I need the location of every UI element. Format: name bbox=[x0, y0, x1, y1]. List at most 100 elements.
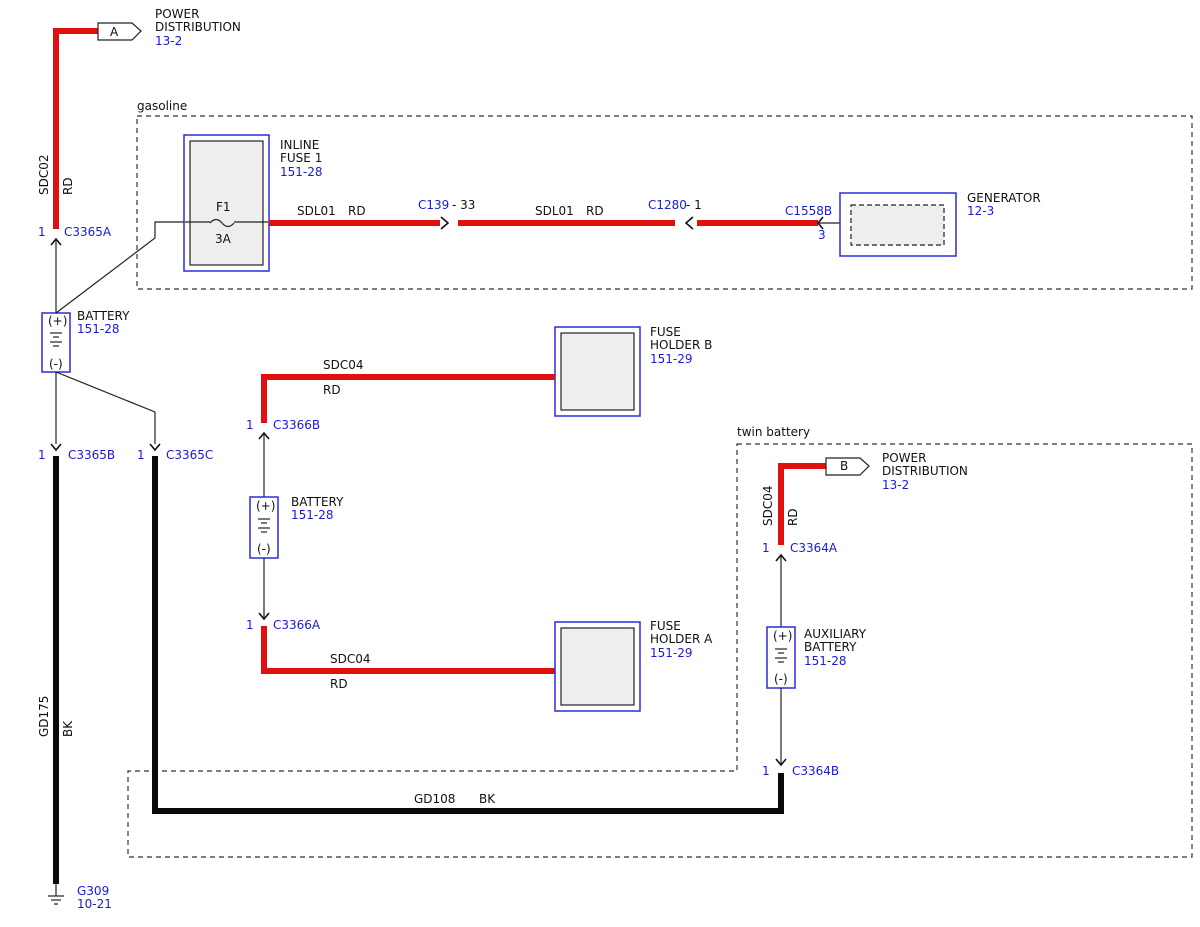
g309-name[interactable]: G309 bbox=[77, 884, 109, 898]
battery-twin-ref[interactable]: 151-28 bbox=[291, 508, 334, 522]
c1558b-name[interactable]: C1558B bbox=[785, 204, 832, 218]
sdc04-bot-circuit: SDC04 bbox=[330, 652, 371, 666]
c139-pin: - 33 bbox=[452, 198, 475, 212]
c3365c-name[interactable]: C3365C bbox=[166, 448, 213, 462]
power-distribution-b-line1: POWER bbox=[882, 451, 926, 465]
twin-battery-region-label: twin battery bbox=[737, 425, 810, 439]
fuse-holder-a-ref[interactable]: 151-29 bbox=[650, 646, 693, 660]
battery-main-cells-icon bbox=[50, 332, 62, 347]
sdc04-top-color: RD bbox=[323, 383, 341, 397]
fuse-holder-b-ref[interactable]: 151-29 bbox=[650, 352, 693, 366]
c3365b-terminal bbox=[50, 443, 62, 452]
inline-fuse-ref[interactable]: 151-28 bbox=[280, 165, 323, 179]
c139-name[interactable]: C139 bbox=[418, 198, 449, 212]
c3365c-terminal bbox=[149, 443, 161, 452]
fuse-holder-b-line2: HOLDER B bbox=[650, 338, 712, 352]
battery-main-neg: (-) bbox=[49, 357, 63, 371]
aux-battery-neg: (-) bbox=[774, 672, 788, 686]
connector-b-flag[interactable] bbox=[825, 457, 870, 476]
battery-twin-neg: (-) bbox=[257, 542, 271, 556]
connector-a-label: A bbox=[110, 25, 119, 39]
c3366a-terminal bbox=[258, 612, 270, 621]
aux-battery-line1: AUXILIARY bbox=[804, 627, 867, 641]
c3364b-name[interactable]: C3364B bbox=[792, 764, 839, 778]
c3365b-pin: 1 bbox=[38, 448, 46, 462]
c3366a-pin: 1 bbox=[246, 618, 254, 632]
c3365c-pin: 1 bbox=[137, 448, 145, 462]
c1280-name[interactable]: C1280 bbox=[648, 198, 687, 212]
fuse-holder-a-body bbox=[560, 627, 635, 706]
wire-sdc02[interactable] bbox=[53, 28, 98, 229]
c1558b-terminal bbox=[816, 216, 824, 230]
sdc04-top-circuit: SDC04 bbox=[323, 358, 364, 372]
c3366b-pin: 1 bbox=[246, 418, 254, 432]
c3364a-pin: 1 bbox=[762, 541, 770, 555]
c3364b-terminal bbox=[775, 758, 787, 767]
fuse-rating-label: 3A bbox=[215, 232, 232, 246]
power-distribution-a-line1: POWER bbox=[155, 7, 199, 21]
wire-sdc04-right[interactable] bbox=[778, 463, 826, 545]
battery-main-ref[interactable]: 151-28 bbox=[77, 322, 120, 336]
fuse-holder-a-line2: HOLDER A bbox=[650, 632, 713, 646]
gasoline-region bbox=[136, 115, 1193, 290]
generator-label: GENERATOR bbox=[967, 191, 1041, 205]
fuse-icon bbox=[209, 218, 235, 228]
c3366b-name[interactable]: C3366B bbox=[273, 418, 320, 432]
wire-gd108[interactable] bbox=[152, 456, 784, 814]
fuse-holder-b-line1: FUSE bbox=[650, 325, 681, 339]
power-distribution-a-line2: DISTRIBUTION bbox=[155, 20, 241, 34]
c3365a-pin: 1 bbox=[38, 225, 46, 239]
inline-fuse-body bbox=[189, 140, 264, 266]
c3364a-name[interactable]: C3364A bbox=[790, 541, 838, 555]
power-distribution-b-line2: DISTRIBUTION bbox=[882, 464, 968, 478]
sdl01-b-color: RD bbox=[586, 204, 604, 218]
sdl01-b-circuit: SDL01 bbox=[535, 204, 574, 218]
aux-battery-pos: (+) bbox=[773, 629, 792, 643]
gasoline-region-label: gasoline bbox=[137, 99, 187, 113]
sdc04-bot-color: RD bbox=[330, 677, 348, 691]
sdc02-circuit-label: SDC02 bbox=[37, 154, 51, 195]
twin-battery-region bbox=[127, 443, 1193, 858]
c3365b-name[interactable]: C3365B bbox=[68, 448, 115, 462]
battery-twin-pos: (+) bbox=[256, 499, 275, 513]
c1558b-pin: 3 bbox=[818, 228, 826, 242]
generator-ref[interactable]: 12-3 bbox=[967, 204, 994, 218]
sdl01-a-color: RD bbox=[348, 204, 366, 218]
gd108-circuit-label: GD108 bbox=[414, 792, 455, 806]
battery-main-label: BATTERY bbox=[77, 309, 130, 323]
fuse-holder-a-line1: FUSE bbox=[650, 619, 681, 633]
gd108-color-label: BK bbox=[479, 792, 496, 806]
inline-fuse-line2: FUSE 1 bbox=[280, 151, 322, 165]
power-distribution-b-ref[interactable]: 13-2 bbox=[882, 478, 909, 492]
wire-sdc04-top[interactable] bbox=[261, 374, 555, 423]
aux-battery-cells-icon bbox=[775, 648, 787, 663]
gd175-color-label: BK bbox=[61, 720, 75, 737]
c1280-pin: - 1 bbox=[686, 198, 702, 212]
fuse-f1-label: F1 bbox=[216, 200, 231, 214]
battery-to-fuse-lead bbox=[55, 221, 185, 314]
aux-battery-ref[interactable]: 151-28 bbox=[804, 654, 847, 668]
sdc04-right-circuit: SDC04 bbox=[761, 485, 775, 526]
c1280-connector-icon bbox=[684, 216, 694, 230]
inline-fuse-line1: INLINE bbox=[280, 138, 319, 152]
c3364b-pin: 1 bbox=[762, 764, 770, 778]
power-distribution-a-ref[interactable]: 13-2 bbox=[155, 34, 182, 48]
connector-a-flag[interactable] bbox=[97, 22, 142, 41]
gd175-circuit-label: GD175 bbox=[37, 696, 51, 737]
c3366a-name[interactable]: C3366A bbox=[273, 618, 321, 632]
battery-to-c3365c-lead bbox=[55, 371, 156, 444]
aux-battery-line2: BATTERY bbox=[804, 640, 857, 654]
fuse-holder-b-body bbox=[560, 332, 635, 411]
generator-body bbox=[850, 204, 945, 246]
battery-main-pos: (+) bbox=[48, 314, 67, 328]
battery-twin-label: BATTERY bbox=[291, 495, 344, 509]
wire-sdc04-bottom[interactable] bbox=[261, 626, 555, 674]
connector-b-label: B bbox=[840, 459, 848, 473]
c3365a-name[interactable]: C3365A bbox=[64, 225, 112, 239]
sdc02-color-label: RD bbox=[61, 177, 75, 195]
c139-connector-icon bbox=[440, 216, 450, 230]
ground-icon bbox=[48, 884, 64, 905]
battery-twin-cells-icon bbox=[258, 518, 270, 533]
g309-ref[interactable]: 10-21 bbox=[77, 897, 112, 911]
